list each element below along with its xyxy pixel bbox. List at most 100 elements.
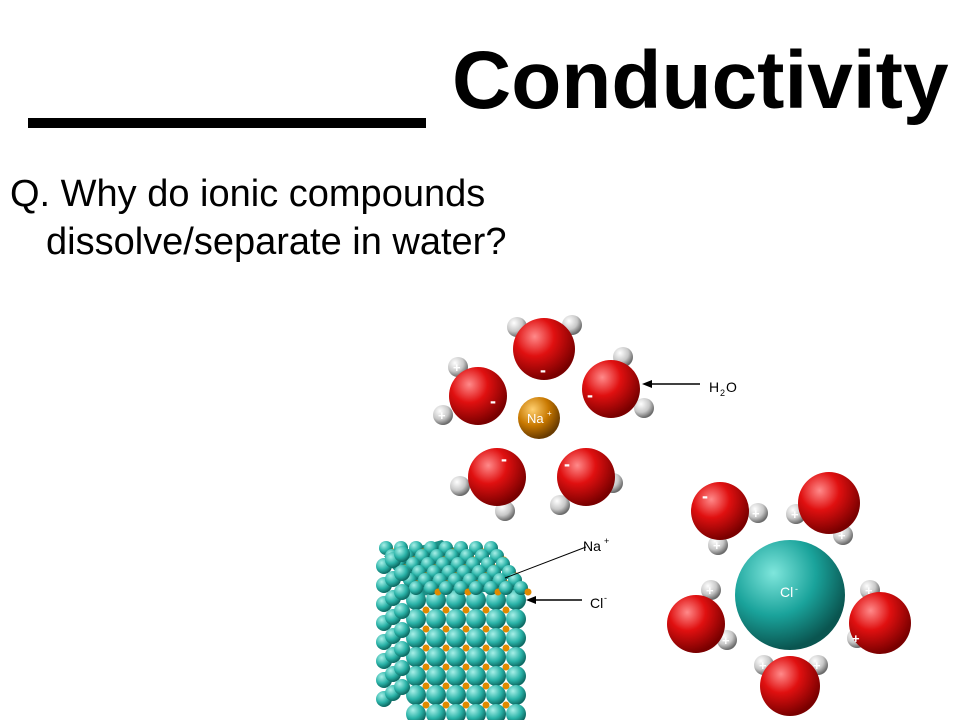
crystal-na-sphere: [422, 701, 430, 709]
crystal-na-sphere: [442, 682, 450, 690]
crystal-na-sphere: [502, 701, 510, 709]
crystal-cl-sphere: [409, 581, 423, 595]
svg-text:+: +: [438, 408, 446, 423]
crystal-na-sphere: [442, 644, 450, 652]
crystal-cl-sphere: [506, 647, 526, 667]
svg-text:+: +: [865, 583, 873, 598]
crystal-cl-sphere: [406, 609, 426, 629]
title-blank-line: [28, 118, 426, 128]
crystal-cl-sphere: [506, 704, 526, 720]
crystal-na-sphere: [502, 606, 510, 614]
question-line-2: dissolve/separate in water?: [46, 221, 507, 263]
crystal-cl-sphere: [406, 685, 426, 705]
crystal-cl-sphere: [506, 666, 526, 686]
crystal-cl-sphere: [506, 628, 526, 648]
sodium-ion-label: Na: [527, 411, 544, 426]
crystal-cl-sphere: [446, 647, 466, 667]
crystal-cl-sphere: [486, 628, 506, 648]
crystal-cl-label: Cl: [590, 595, 603, 611]
crystal-cl-sphere: [424, 581, 438, 595]
crystal-na-sphere: [502, 682, 510, 690]
crystal-na-sphere: [502, 644, 510, 652]
crystal-na-sphere: [502, 625, 510, 633]
crystal-cl-sphere: [426, 704, 446, 720]
crystal-na-sphere: [482, 644, 490, 652]
crystal-na-label: Na: [583, 538, 601, 554]
crystal-na-sphere: [482, 606, 490, 614]
svg-text:-: -: [587, 385, 593, 405]
crystal-na-sphere: [422, 663, 430, 671]
svg-text:+: +: [706, 583, 714, 598]
svg-text:-: -: [702, 486, 708, 506]
crystal-cl-sphere: [486, 609, 506, 629]
crystal-cl-sphere: [394, 584, 410, 600]
crystal-cl-sphere: [426, 666, 446, 686]
nacl-crystal: [376, 540, 532, 720]
crystal-cl-sphere: [394, 622, 410, 638]
crystal-na-sphere: [482, 625, 490, 633]
crystal-cl-sphere: [484, 581, 498, 595]
crystal-na-sphere: [462, 663, 470, 671]
crystal-cl-sphere: [446, 685, 466, 705]
crystal-cl-sphere: [469, 581, 483, 595]
crystal-na-sphere: [482, 682, 490, 690]
crystal-cl-sphere: [454, 581, 468, 595]
crystal-front-face: [406, 590, 526, 720]
crystal-cl-sphere: [466, 628, 486, 648]
svg-text:+: +: [852, 631, 860, 646]
crystal-cl-sphere: [514, 581, 528, 595]
partial-charge-plus-labels: + +: [438, 360, 461, 423]
h2o-callout: H 2 O: [642, 379, 737, 398]
crystal-cl-sphere: [406, 590, 426, 610]
crystal-na-sphere: [422, 625, 430, 633]
crystal-cl-sphere: [446, 609, 466, 629]
crystal-na-sphere: [524, 588, 532, 596]
crystal-cl-sphere: [466, 647, 486, 667]
question-line-1: Q. Why do ionic compounds: [10, 173, 486, 215]
sodium-hydration-shell: - - - - - + + Na +: [433, 315, 654, 521]
partial-charge-minus-labels: - - - - -: [490, 360, 593, 474]
crystal-cl-sphere: [406, 704, 426, 720]
sodium-ion-sup: +: [547, 409, 552, 418]
crystal-na-sphere: [422, 644, 430, 652]
crystal-na-sphere: [502, 663, 510, 671]
crystal-cl-sphere: [426, 628, 446, 648]
svg-text:+: +: [722, 633, 730, 648]
svg-text:-: -: [490, 391, 496, 411]
sodium-ion: [518, 397, 560, 439]
crystal-na-sphere: [422, 606, 430, 614]
crystal-na-sphere: [442, 663, 450, 671]
svg-text:+: +: [838, 528, 846, 543]
crystal-cl-sphere: [486, 647, 506, 667]
svg-text:+: +: [713, 538, 721, 553]
slide-title: Conductivity: [0, 22, 960, 132]
crystal-cl-sphere: [466, 666, 486, 686]
partial-charge-labels-cl: - + + + + + + + + + +: [702, 486, 873, 673]
chloride-hydration-shell: Cl - - + + + + + + + + + +: [667, 472, 911, 716]
svg-text:-: -: [540, 360, 546, 380]
chloride-ion: [735, 540, 845, 650]
crystal-na-sphere: [482, 701, 490, 709]
crystal-cl-sphere: [394, 565, 410, 581]
crystal-cl-sphere: [406, 666, 426, 686]
svg-text:+: +: [759, 658, 767, 673]
crystal-cl-sphere: [466, 609, 486, 629]
crystal-na-sphere: [462, 701, 470, 709]
svg-text:+: +: [813, 658, 821, 673]
crystal-cl-sphere: [426, 685, 446, 705]
crystal-cl-sphere: [406, 628, 426, 648]
crystal-cl-sphere: [394, 546, 410, 562]
crystal-cl-sphere: [466, 704, 486, 720]
crystal-cl-sphere: [446, 666, 466, 686]
crystal-na-sphere: [462, 644, 470, 652]
svg-text:-: -: [501, 449, 507, 469]
svg-text:+: +: [791, 507, 799, 522]
svg-text:+: +: [752, 506, 760, 521]
crystal-cl-sphere: [406, 647, 426, 667]
crystal-cl-sphere: [486, 685, 506, 705]
crystal-cl-sphere: [394, 603, 410, 619]
crystal-na-sphere: [442, 625, 450, 633]
crystal-cl-sphere: [499, 581, 513, 595]
h2o-label-o: O: [726, 379, 737, 395]
crystal-na-sphere: [482, 663, 490, 671]
